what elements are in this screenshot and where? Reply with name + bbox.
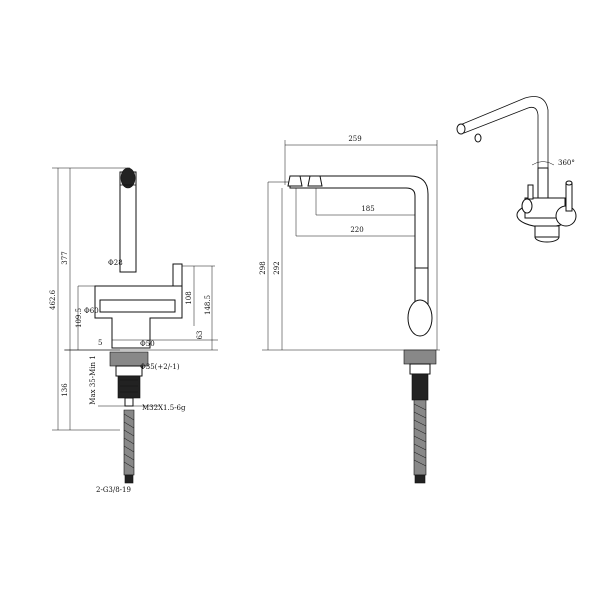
dim-hole-dia: Φ35(+2/-1)	[140, 363, 180, 371]
dim-upper-height: 377	[61, 251, 69, 264]
dim-total-height: 462.6	[49, 289, 57, 310]
dim-thread: M32X1.5-6g	[142, 404, 186, 412]
dim-height-298: 298	[259, 261, 267, 274]
dim-base-offset: 63	[196, 331, 204, 340]
dim-body-height: 148.5	[204, 295, 212, 315]
dim-left-height: 109.5	[75, 308, 83, 328]
dim-hose-thread: 2-G3/8-19	[96, 486, 131, 494]
dim-reach-185: 185	[361, 205, 374, 213]
dim-base-dia: Φ50	[140, 340, 155, 348]
dim-small-left: 5	[98, 339, 102, 347]
perspective-view: 360°	[456, 96, 577, 243]
dim-max-thickness: Max 35-Min 1	[89, 355, 97, 404]
dim-lower-height: 136	[61, 383, 69, 397]
dim-handle-height: 108	[185, 291, 193, 304]
dim-body-dia: Φ60	[84, 307, 99, 315]
front-view: 259 185 220 298 292	[259, 135, 440, 484]
dim-reach-total: 259	[348, 135, 361, 143]
dim-height-292: 292	[273, 261, 281, 274]
dim-reach-220: 220	[350, 226, 363, 234]
side-view: 462.6 377 136 Φ28 108 148.5 Φ60 109.5 63…	[49, 167, 218, 494]
dim-spout-dia: Φ28	[108, 259, 123, 267]
rotation-label: 360°	[558, 159, 575, 167]
